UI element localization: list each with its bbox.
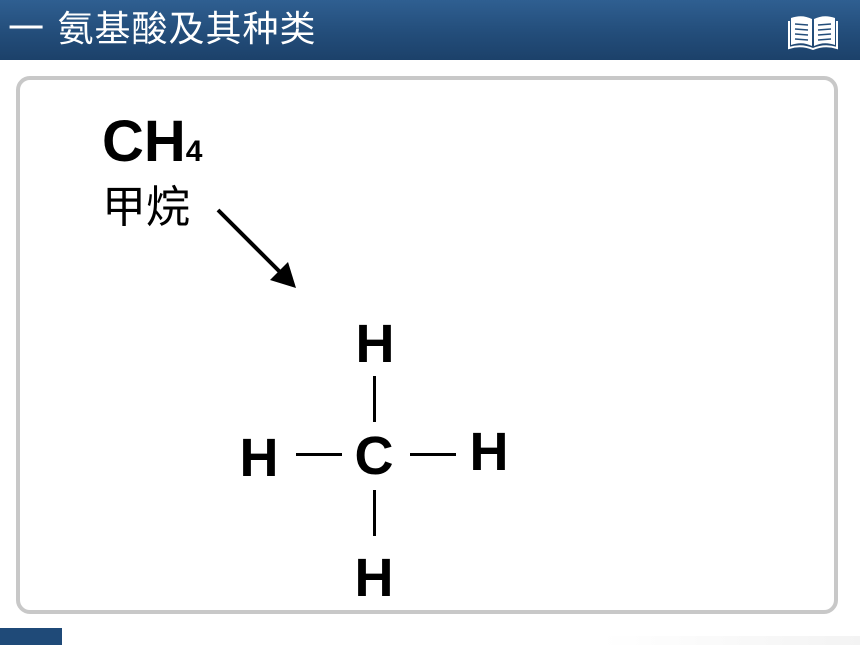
header-title: 一 氨基酸及其种类 <box>8 9 317 50</box>
atom-hydrogen-top: H <box>355 314 395 374</box>
header-bar: 一 氨基酸及其种类 <box>0 0 860 60</box>
compound-name: 甲烷 <box>102 182 190 233</box>
atom-carbon-center: C <box>354 426 394 486</box>
bond-left <box>296 453 342 456</box>
formula-main: CH <box>102 109 186 174</box>
content-frame <box>16 76 838 614</box>
bond-bottom <box>373 490 376 536</box>
formula-subscript: 4 <box>185 135 203 168</box>
open-book-icon <box>788 16 838 50</box>
molecular-formula: CH4 <box>102 110 202 184</box>
atom-hydrogen-left: H <box>239 428 279 488</box>
footer-tab <box>0 628 62 645</box>
bond-top <box>373 376 376 422</box>
pointer-arrow <box>216 208 296 288</box>
atom-hydrogen-bottom: H <box>354 548 394 608</box>
bond-right <box>410 453 456 456</box>
atom-hydrogen-right: H <box>469 422 509 482</box>
footer-shade <box>0 636 860 645</box>
